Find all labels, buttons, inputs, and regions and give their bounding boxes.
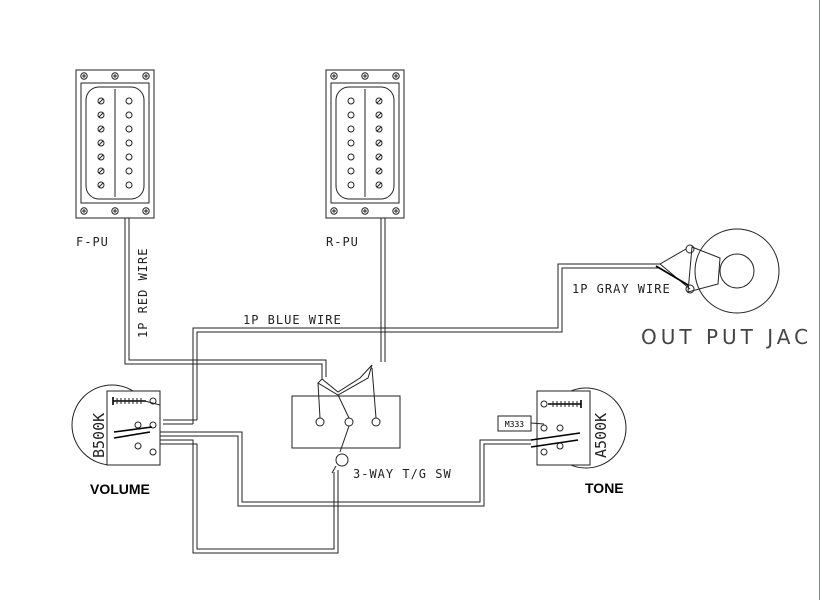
switch-label: 3-WAY T/G SW	[353, 467, 452, 481]
mount-screw-icon	[392, 72, 400, 80]
wiring	[124, 218, 691, 554]
tone-pot-label: A500K	[592, 413, 610, 458]
gray-wire-label: 1P GRAY WIRE	[572, 282, 671, 296]
output-jack-label: OUT PUT JAC	[641, 325, 812, 349]
page-edge	[819, 0, 820, 600]
pole-pieces-right	[375, 97, 383, 189]
output-jack	[685, 228, 780, 314]
pole-pieces-left	[97, 97, 105, 189]
mount-screw-icon	[80, 207, 88, 215]
mount-screw-icon	[80, 72, 88, 80]
tone-pot: M333	[497, 387, 627, 469]
volume-pot	[71, 384, 161, 466]
capacitor-label: M333	[505, 420, 524, 429]
volume-label: VOLUME	[90, 481, 150, 497]
pole-pieces-right	[125, 97, 133, 189]
pole-pieces-left	[347, 97, 355, 189]
mount-screw-icon	[142, 72, 150, 80]
volume-pot-label: B500K	[90, 413, 108, 458]
red-wire-label: 1P RED WIRE	[136, 248, 150, 338]
capacitor: M333	[497, 415, 532, 432]
mount-screw-icon	[330, 72, 338, 80]
front-pickup	[75, 69, 155, 219]
front-pickup-label: F-PU	[76, 235, 109, 249]
rear-pickup-label: R-PU	[326, 235, 359, 249]
blue-wire-label: 1P BLUE WIRE	[243, 313, 342, 327]
mount-screw-icon	[142, 207, 150, 215]
three-way-switch	[291, 364, 401, 474]
rear-pickup	[325, 69, 405, 219]
tone-label: TONE	[585, 480, 624, 496]
mount-screw-icon	[392, 207, 400, 215]
mount-screw-icon	[330, 207, 338, 215]
